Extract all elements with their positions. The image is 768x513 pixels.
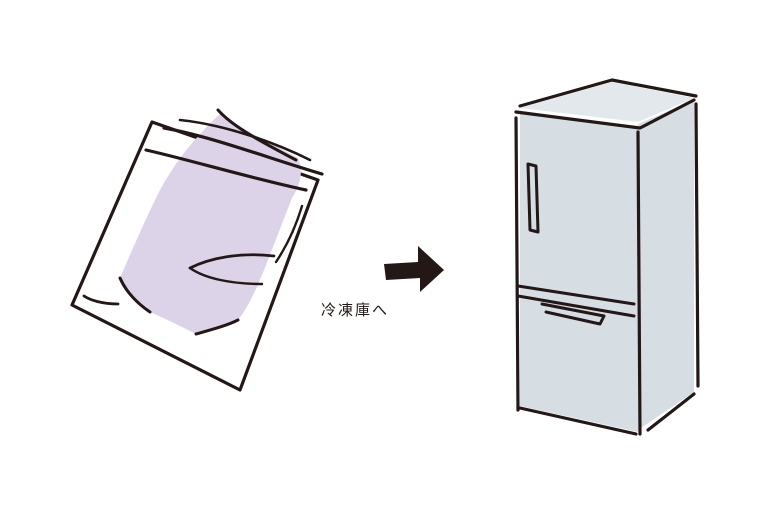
bag-zipper — [144, 148, 308, 192]
fridge-drawer-handle — [540, 302, 606, 326]
fridge-upper-handle — [526, 162, 540, 234]
bag-contents — [120, 112, 301, 334]
freezer-bag-icon — [70, 108, 324, 392]
fridge-side — [638, 100, 694, 430]
fridge-door-divider — [516, 284, 636, 306]
refrigerator-icon — [514, 78, 700, 436]
fridge-top — [520, 82, 694, 122]
fridge-front — [520, 112, 638, 432]
right-arrow-icon — [384, 246, 444, 292]
bag-contents-outline — [216, 108, 298, 162]
caption-to-freezer: 冷凍庫へ — [320, 301, 389, 319]
